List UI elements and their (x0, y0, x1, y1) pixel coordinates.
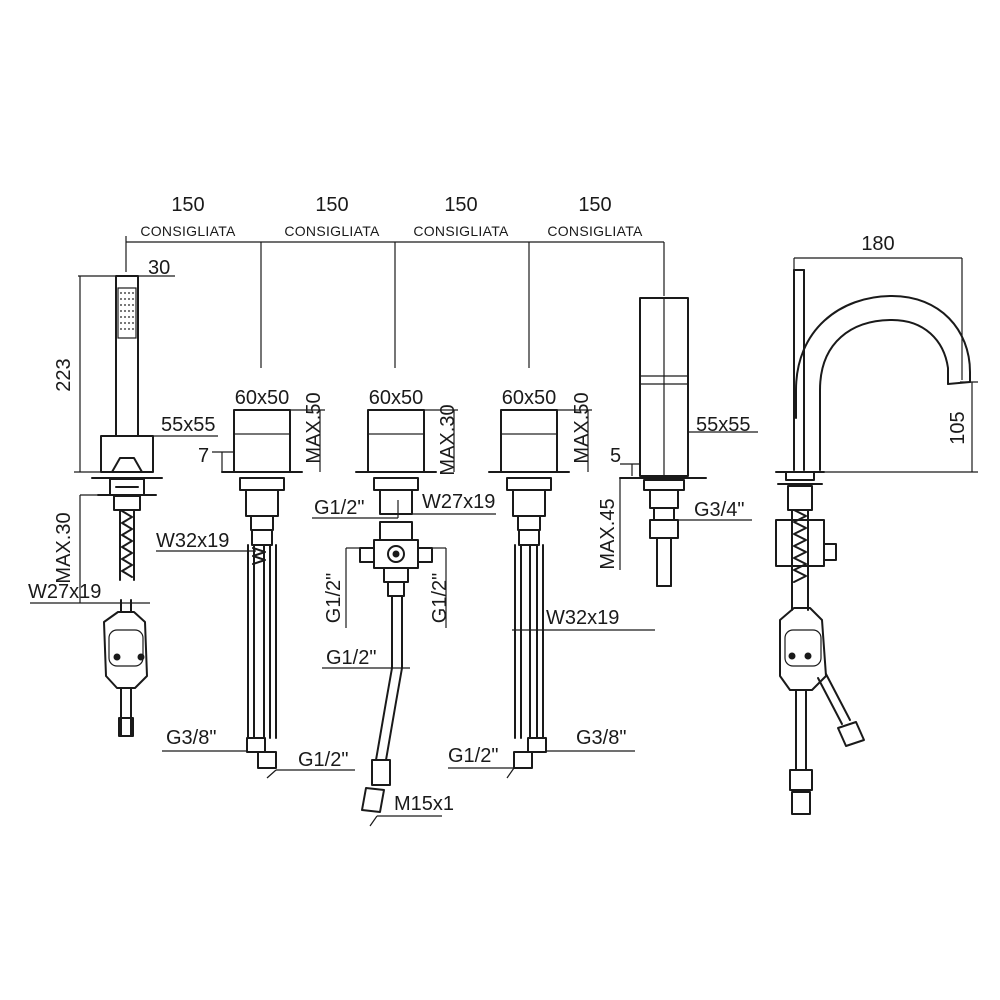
right-valve-dimensions (448, 409, 655, 779)
spacing-label-2: 150 (315, 194, 348, 216)
middle-handle-max-label: MAX.30 (437, 404, 459, 475)
middle-side-left-label: G1/2" (323, 573, 345, 623)
right-valve-nut-label: W32x19 (546, 607, 619, 629)
handshower-drawing (91, 275, 163, 737)
left-valve-dimensions (156, 409, 355, 779)
spacing-label-1: 150 (171, 194, 204, 216)
handshower-width-label: 30 (148, 257, 170, 279)
handshower-nozzle-dots (120, 292, 134, 330)
left-hose-g12-label: G1/2" (298, 749, 348, 771)
spout-side-drawing (775, 269, 971, 815)
spout-front-drawing (619, 297, 707, 587)
right-handle-size-label: 60x50 (502, 387, 557, 409)
left-valve-nut-label: W32x19 (156, 530, 229, 552)
right-hose-g12-label: G1/2" (448, 745, 498, 767)
left-handle-gap-label: 7 (198, 445, 209, 467)
spout-gap-label: 5 (610, 445, 621, 467)
handshower-height-label: 223 (53, 358, 75, 391)
spacing-label-3: 150 (444, 194, 477, 216)
middle-nut-label: W27x19 (422, 491, 495, 513)
handshower-dimensions (30, 275, 218, 604)
middle-bottom-label: G1/2" (326, 647, 376, 669)
left-handle-size-label: 60x50 (235, 387, 290, 409)
spout-side-dimensions (793, 257, 978, 473)
spacing-dimension-lines (125, 236, 665, 368)
right-valve-drawing (488, 409, 570, 769)
spout-front-dimensions (619, 431, 758, 570)
left-valve-drawing (221, 409, 303, 769)
middle-handle-size-label: 60x50 (369, 387, 424, 409)
middle-diverter-dimensions (312, 409, 496, 827)
spacing-note-3: CONSIGLIATA (413, 223, 509, 239)
spacing-note-4: CONSIGLIATA (547, 223, 643, 239)
middle-inlet-top-label: G1/2" (314, 497, 364, 519)
left-handle-max-label: MAX.50 (303, 392, 325, 463)
spout-thread-label: G3/4" (694, 499, 744, 521)
spacing-label-4: 150 (578, 194, 611, 216)
handshower-base-label: 55x55 (161, 414, 216, 436)
middle-side-right-label: G1/2" (429, 573, 451, 623)
spout-reach-label: 180 (861, 233, 894, 255)
spout-base-label: 55x55 (696, 414, 751, 436)
handshower-nut-label: W27x19 (28, 581, 101, 603)
spout-height-label: 105 (947, 411, 969, 444)
handshower-max-label: MAX.30 (53, 512, 75, 583)
right-handle-max-label: MAX.50 (571, 392, 593, 463)
middle-hose-end-label: M15x1 (394, 793, 454, 815)
spacing-note-1: CONSIGLIATA (140, 223, 236, 239)
right-hose-g38-label: G3/8" (576, 727, 626, 749)
middle-diverter-drawing (355, 409, 437, 813)
spacing-note-2: CONSIGLIATA (284, 223, 380, 239)
spout-max-label: MAX.45 (597, 498, 619, 569)
left-hose-g38-label: G3/8" (166, 727, 216, 749)
